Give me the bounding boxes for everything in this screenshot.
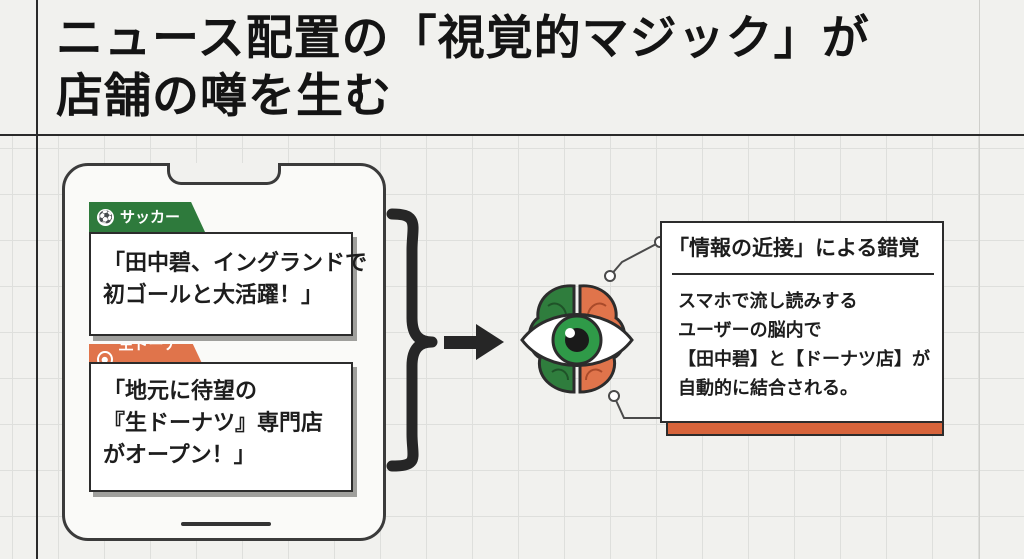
- info-card-body: スマホで流し読みする ユーザーの脳内で 【田中碧】と【ドーナツ店】が 自動的に結…: [678, 287, 938, 403]
- title-divider: [0, 134, 1024, 136]
- category-tag-soccer: ⚽ サッカー: [89, 202, 205, 232]
- info-card-line: 自動的に結合される。: [678, 378, 858, 399]
- right-arrow-icon: [444, 324, 504, 360]
- news-headline-line: 「地元に待望の: [103, 379, 258, 404]
- category-tag-label: サッカー: [120, 208, 181, 226]
- right-divider: [979, 0, 980, 559]
- info-card-accent-bar: [666, 420, 944, 436]
- news-headline-line: 初ゴールと大活躍！」: [103, 283, 324, 308]
- info-card-line: ユーザーの脳内で: [678, 320, 822, 341]
- news-card-donut: 「地元に待望の 『生ドーナツ』専門店 がオープン！」: [89, 362, 353, 492]
- connector-node: [604, 270, 616, 282]
- info-card: 「情報の近接」による錯覚 スマホで流し読みする ユーザーの脳内で 【田中碧】と【…: [660, 221, 944, 423]
- news-headline-line: がオープン！」: [103, 443, 256, 468]
- info-card-title: 「情報の近接」による錯覚: [668, 236, 920, 260]
- smartphone-frame: ⚽ サッカー 「田中碧、イングランドで 初ゴールと大活躍！」 ● 生ドーナツ 「…: [62, 163, 386, 541]
- news-headline-line: 「田中碧、イングランドで: [103, 251, 368, 276]
- connector-lines: [609, 241, 662, 419]
- title-line-1: ニュース配置の「視覚的マジック」が: [56, 11, 870, 66]
- news-card-soccer: 「田中碧、イングランドで 初ゴールと大活躍！」: [89, 232, 368, 336]
- right-curly-brace-icon: [386, 208, 438, 472]
- info-card-line: 【田中碧】と【ドーナツ店】が: [678, 349, 930, 370]
- info-card-divider: [672, 273, 934, 275]
- info-card-line: スマホで流し読みする: [678, 291, 858, 312]
- phone-home-indicator: [181, 522, 271, 526]
- phone-notch: [167, 163, 281, 185]
- soccer-ball-icon: ⚽: [97, 208, 114, 226]
- page-title: ニュース配置の「視覚的マジック」が 店舗の噂を生む: [56, 10, 956, 126]
- connector-node: [608, 390, 620, 402]
- news-headline-line: 『生ドーナツ』専門店: [103, 411, 324, 436]
- brain-eye-icon: [520, 284, 634, 394]
- title-line-2: 店舗の噂を生む: [56, 69, 392, 124]
- left-divider: [36, 0, 38, 559]
